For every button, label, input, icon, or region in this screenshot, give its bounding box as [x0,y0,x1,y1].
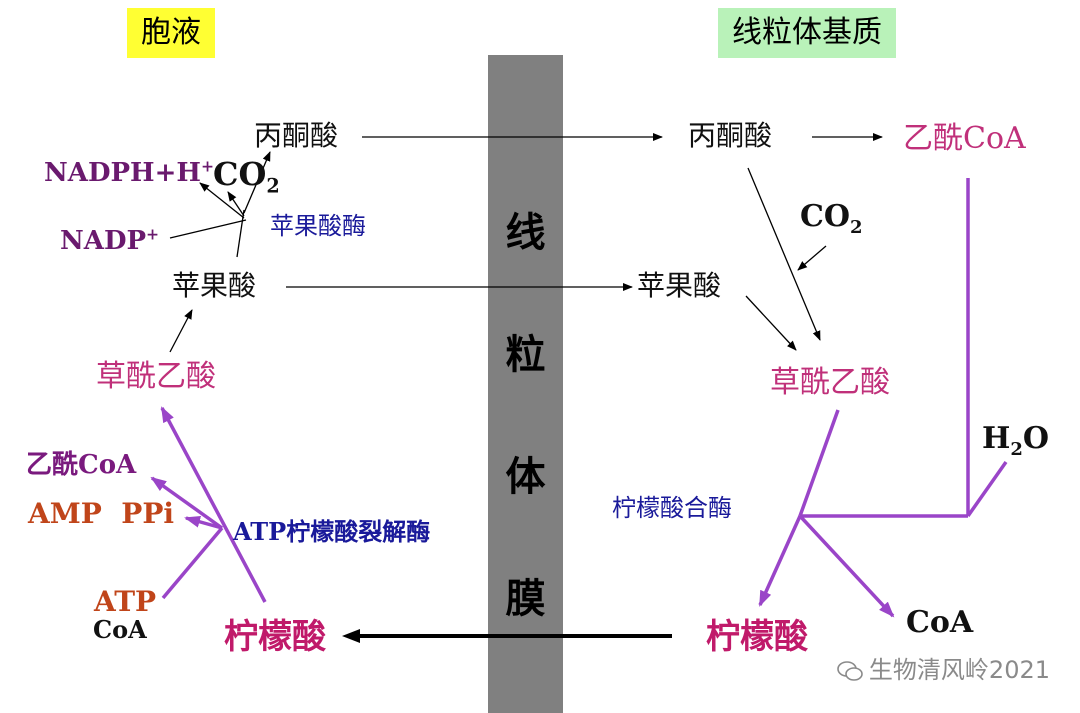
pyruvate-cytosol: 丙酮酸 [254,119,339,152]
wechat-icon [837,661,863,681]
arrow-oaa-to-malate [169,309,193,353]
membrane-char-1: 线 [505,209,546,256]
line-oaa-down [798,409,840,517]
oxaloacetate-cytosol: 草酰乙酸 [96,359,216,394]
coa-cytosol: CoA [93,615,147,644]
watermark-text: 生物清风岭2021 [868,656,1050,684]
co2-matrix: CO2 [800,199,863,238]
atp-label: ATP [94,585,157,618]
pyruvate-matrix: 丙酮酸 [688,119,773,152]
arrow-to-pyruvate [243,151,271,214]
watermark: 生物清风岭2021 [837,650,1050,685]
malate-cytosol: 苹果酸 [172,269,257,302]
coa-matrix: CoA [906,605,974,640]
line-nadp-in [169,219,247,239]
arrow-nadph-out [199,182,245,219]
cytosol-header: 胞液 [127,8,215,58]
acetyl-coa-matrix: 乙酰CoA [903,121,1026,156]
arrow-lyase-acetylcoa [150,476,224,530]
membrane-char-2: 粒 [505,331,546,378]
citrate-matrix: 柠檬酸 [706,617,808,657]
arrow-citrate-to-oaa [160,406,267,603]
acetyl-coa-cytosol: 乙酰CoA [26,450,137,480]
malic-enzyme-label: 苹果酸酶 [270,212,366,240]
co2-cytosol: CO2 [213,155,280,198]
line-h2o-in [966,460,1008,518]
citrate-lyase-label: ATP柠檬酸裂解酶 [233,517,431,546]
citrate-synthase-label: 柠檬酸合酶 [612,494,732,522]
arrow-lyase-amp [184,515,223,530]
h2o-label: H2O [982,421,1050,460]
amp-ppi-label: AMP PPi [28,497,175,530]
arrow-coa-out [798,514,895,618]
oxaloacetate-matrix: 草酰乙酸 [770,365,890,400]
nadph-label: NADPH+H+ [44,156,215,188]
line-lyase-atp [161,526,224,600]
matrix-header: 线粒体基质 [718,8,896,58]
malate-matrix: 苹果酸 [637,269,722,302]
arrow-pyruvate-to-oaa [747,167,821,341]
membrane-char-3: 体 [505,453,546,500]
arrow-malate-to-oaa [745,295,797,351]
mitochondrial-membrane [488,55,563,713]
arrow-co2-in [797,245,827,271]
arrow-co2-out [227,191,245,217]
nadp-label: NADP+ [60,224,160,256]
membrane-char-4: 膜 [505,575,546,622]
arrow-to-citrate [758,515,802,607]
citrate-cytosol: 柠檬酸 [224,617,326,657]
